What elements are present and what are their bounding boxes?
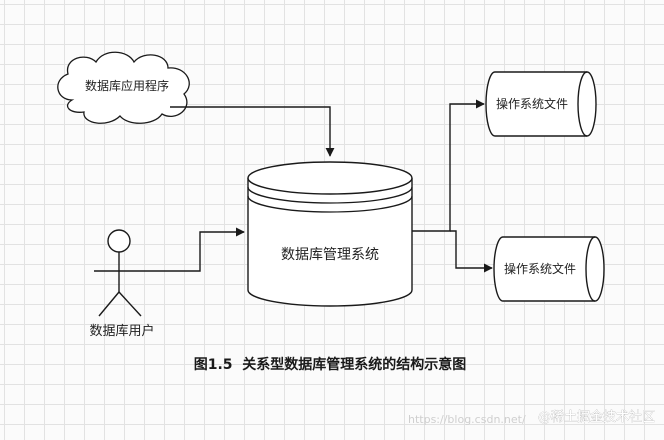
actor-head	[107, 229, 131, 253]
cylinder-body	[247, 178, 413, 307]
watermark-brand: @稀土掘金技术社区	[538, 409, 655, 425]
user-actor: 数据库用户	[89, 229, 155, 339]
file-top-edge	[577, 71, 588, 137]
arrow-dbms-to-file-top	[412, 99, 485, 232]
watermark-url: https://blog.csdn.net/	[408, 413, 526, 426]
actor-left-leg	[98, 291, 120, 317]
arrow-user-to-dbms	[146, 227, 245, 272]
dbms-cylinder: 数据库管理系统	[247, 161, 413, 307]
arrow-app-to-dbms	[170, 106, 335, 157]
file-bottom-edge	[585, 236, 596, 302]
cylinder-top	[247, 161, 413, 195]
figure-caption: 图1.5 关系型数据库管理系统的结构示意图	[194, 356, 467, 373]
cylinder-band-2	[247, 195, 413, 213]
arrow-dbms-to-file-bottom	[450, 230, 493, 273]
app-cloud: 数据库应用程序	[57, 51, 190, 124]
app-label: 数据库应用程序	[85, 78, 169, 93]
os-file-bottom: 操作系统文件	[493, 236, 605, 302]
actor-right-leg	[118, 291, 142, 317]
os-file-top: 操作系统文件	[485, 71, 597, 137]
user-label: 数据库用户	[89, 323, 154, 339]
file-top-label: 操作系统文件	[496, 96, 568, 111]
cloud-shape	[57, 51, 190, 124]
dbms-label: 数据库管理系统	[281, 247, 379, 263]
cylinder-band-1	[247, 186, 413, 204]
file-bottom-label: 操作系统文件	[504, 261, 576, 276]
